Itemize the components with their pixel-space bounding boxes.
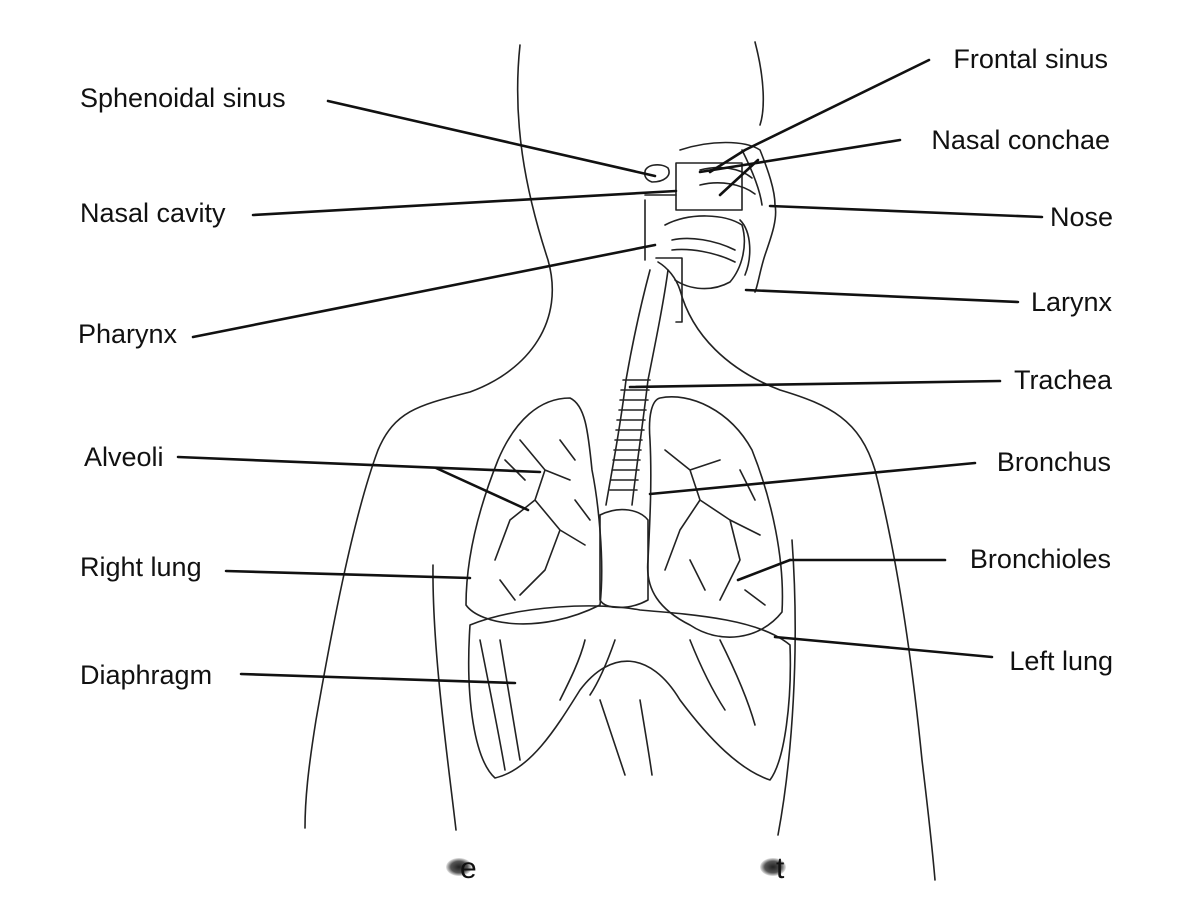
label-nasal-cavity: Nasal cavity <box>80 198 226 228</box>
label-larynx: Larynx <box>1030 287 1112 317</box>
leader-pharynx <box>191 243 657 339</box>
leader-alveoli-2 <box>434 466 530 512</box>
label-left-lung: Left lung <box>1009 646 1113 676</box>
leader-nasal-conchae-1 <box>698 138 902 174</box>
edge-mark-right: t <box>776 852 785 885</box>
head-sagittal <box>643 141 777 323</box>
right-lung-shape <box>465 397 603 625</box>
diaphragm-shape <box>467 605 792 781</box>
label-right-lung: Right lung <box>80 552 202 582</box>
label-bronchioles: Bronchioles <box>969 544 1111 574</box>
mediastinum <box>599 508 649 609</box>
smudge-mark-left <box>446 858 472 876</box>
leader-alveoli-1 <box>176 455 542 474</box>
body-outline <box>304 41 936 881</box>
leader-trachea <box>628 379 1002 389</box>
leader-frontal-sinus <box>708 58 931 174</box>
leader-diaphragm <box>239 672 517 685</box>
label-sphenoidal-sinus: Sphenoidal sinus <box>80 83 286 113</box>
leader-right-lung <box>224 569 472 580</box>
label-alveoli: Alveoli <box>84 442 164 472</box>
label-trachea: Trachea <box>1013 365 1112 395</box>
leader-left-lung <box>773 635 994 659</box>
leader-nasal-cavity <box>251 189 678 217</box>
label-diaphragm: Diaphragm <box>80 660 213 690</box>
leader-bronchioles-2 <box>736 558 792 582</box>
left-lung-shape <box>646 396 784 638</box>
leader-nose <box>768 204 1044 219</box>
label-nose: Nose <box>1049 202 1113 232</box>
smudge-mark-right <box>760 858 786 876</box>
leader-lines <box>176 58 1044 685</box>
label-bronchus: Bronchus <box>996 447 1111 477</box>
leader-sphenoidal-sinus <box>326 99 657 178</box>
edge-mark-left: e <box>460 852 477 885</box>
label-frontal-sinus: Frontal sinus <box>953 44 1108 74</box>
leader-nasal-conchae-2 <box>718 158 760 197</box>
label-pharynx: Pharynx <box>78 319 178 349</box>
leader-bronchus <box>648 461 977 496</box>
trachea-tube <box>605 269 669 506</box>
label-nasal-conchae: Nasal conchae <box>931 125 1110 155</box>
leader-larynx <box>744 288 1020 304</box>
